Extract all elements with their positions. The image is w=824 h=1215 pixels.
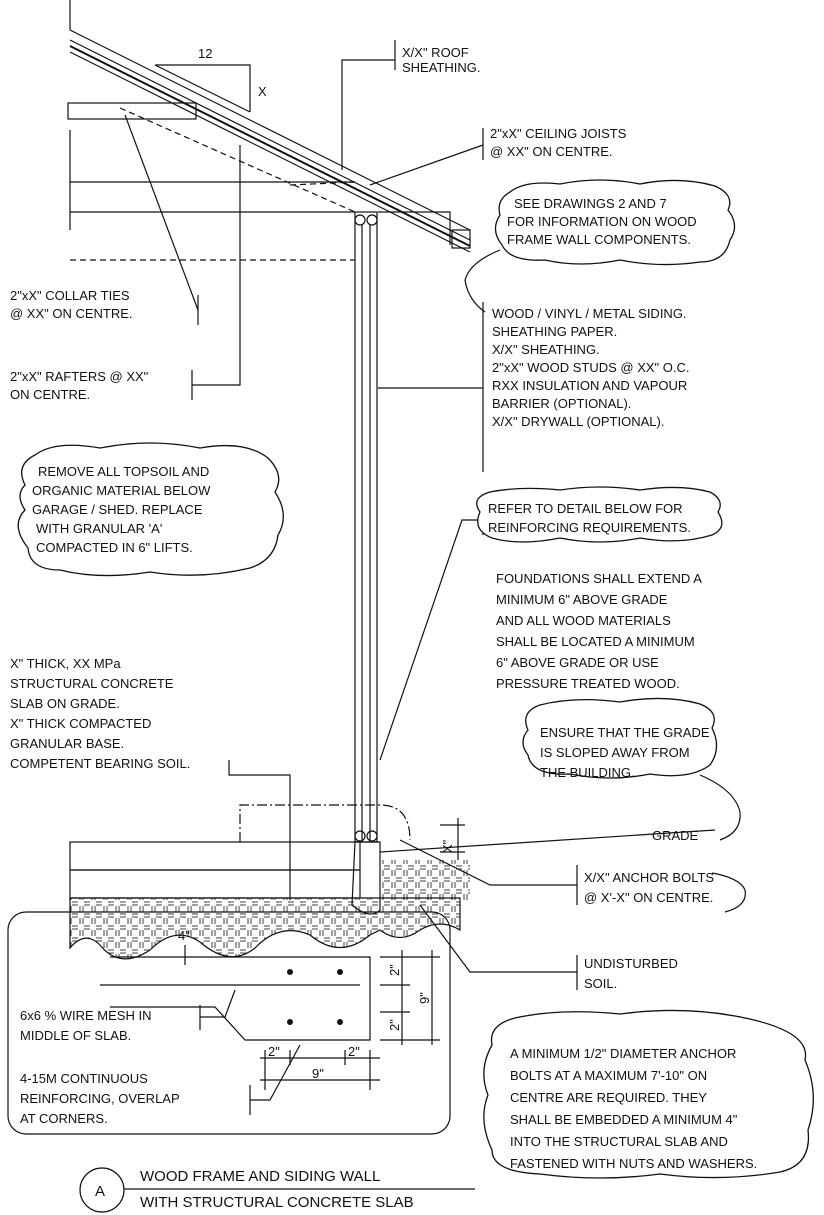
- svg-text:@ XX" ON CENTRE.: @ XX" ON CENTRE.: [490, 144, 613, 159]
- label-roof-sheathing: X/X" ROOF SHEATHING.: [402, 45, 481, 75]
- svg-text:SHALL BE EMBEDDED A MINIMUM 4": SHALL BE EMBEDDED A MINIMUM 4": [510, 1112, 738, 1127]
- label-foundations: FOUNDATIONS SHALL EXTEND A MINIMUM 6" AB…: [496, 571, 702, 691]
- callout-grade-slope: ENSURE THAT THE GRADE IS SLOPED AWAY FRO…: [522, 697, 741, 841]
- svg-text:WITH GRANULAR 'A': WITH GRANULAR 'A': [36, 521, 162, 536]
- svg-text:2": 2": [387, 964, 402, 976]
- svg-text:4": 4": [178, 928, 190, 943]
- svg-text:GRANULAR BASE.: GRANULAR BASE.: [10, 736, 124, 751]
- svg-text:REMOVE ALL TOPSOIL AND: REMOVE ALL TOPSOIL AND: [38, 464, 209, 479]
- svg-text:X": X": [440, 839, 455, 853]
- svg-text:ENSURE THAT THE GRADE: ENSURE THAT THE GRADE: [540, 725, 710, 740]
- svg-text:SOIL.: SOIL.: [584, 976, 617, 991]
- svg-text:A MINIMUM 1/2" DIAMETER ANCHOR: A MINIMUM 1/2" DIAMETER ANCHOR: [510, 1046, 736, 1061]
- svg-text:UNDISTURBED: UNDISTURBED: [584, 956, 678, 971]
- reinforcing-detail: 4" 2" 9" 2" 2" 2" 9": [7, 911, 451, 1135]
- svg-text:6x6 % WIRE MESH IN: 6x6 % WIRE MESH IN: [20, 1008, 151, 1023]
- callout-anchor-note: A MINIMUM 1/2" DIAMETER ANCHOR BOLTS AT …: [483, 1009, 814, 1179]
- svg-text:X" THICK COMPACTED: X" THICK COMPACTED: [10, 716, 151, 731]
- svg-text:INTO THE STRUCTURAL SLAB AND: INTO THE STRUCTURAL SLAB AND: [510, 1134, 728, 1149]
- svg-text:REINFORCING REQUIREMENTS.: REINFORCING REQUIREMENTS.: [488, 520, 691, 535]
- svg-text:MIDDLE OF SLAB.: MIDDLE OF SLAB.: [20, 1028, 131, 1043]
- callout-remove-topsoil: REMOVE ALL TOPSOIL AND ORGANIC MATERIAL …: [17, 442, 284, 577]
- svg-text:SHEATHING PAPER.: SHEATHING PAPER.: [492, 324, 617, 339]
- svg-text:FRAME WALL COMPONENTS.: FRAME WALL COMPONENTS.: [507, 232, 691, 247]
- svg-text:2": 2": [268, 1044, 280, 1059]
- svg-text:X/X" SHEATHING.: X/X" SHEATHING.: [492, 342, 600, 357]
- svg-text:X/X" ANCHOR BOLTS: X/X" ANCHOR BOLTS: [584, 870, 714, 885]
- svg-text:PRESSURE TREATED WOOD.: PRESSURE TREATED WOOD.: [496, 676, 680, 691]
- svg-text:X" THICK, XX MPa: X" THICK, XX MPa: [10, 656, 121, 671]
- svg-text:REINFORCING, OVERLAP: REINFORCING, OVERLAP: [20, 1091, 180, 1106]
- svg-text:9": 9": [312, 1066, 324, 1081]
- label-anchor-bolts: X/X" ANCHOR BOLTS @ X'-X" ON CENTRE.: [584, 870, 746, 913]
- svg-text:4-15M CONTINUOUS: 4-15M CONTINUOUS: [20, 1071, 148, 1086]
- svg-text:IS SLOPED AWAY FROM: IS SLOPED AWAY FROM: [540, 745, 690, 760]
- svg-text:AT CORNERS.: AT CORNERS.: [20, 1111, 108, 1126]
- drawing-title: A WOOD FRAME AND SIDING WALL WITH STRUCT…: [79, 1167, 475, 1213]
- svg-text:ORGANIC MATERIAL BELOW: ORGANIC MATERIAL BELOW: [32, 483, 211, 498]
- wall-assembly: [354, 211, 378, 843]
- svg-text:CENTRE ARE REQUIRED. THEY: CENTRE ARE REQUIRED. THEY: [510, 1090, 707, 1105]
- label-rafters: 2"xX" RAFTERS @ XX" ON CENTRE.: [10, 369, 149, 402]
- slope-run-label: 12: [198, 46, 212, 61]
- label-wall-layers: WOOD / VINYL / METAL SIDING. SHEATHING P…: [492, 306, 690, 429]
- label-ceiling-joists: 2"xX" CEILING JOISTS @ XX" ON CENTRE.: [490, 126, 627, 159]
- title-line2: WITH STRUCTURAL CONCRETE SLAB: [140, 1194, 414, 1211]
- svg-text:RXX INSULATION AND VAPOUR: RXX INSULATION AND VAPOUR: [492, 378, 687, 393]
- svg-text:COMPACTED IN 6" LIFTS.: COMPACTED IN 6" LIFTS.: [36, 540, 193, 555]
- roof-assembly: [67, 0, 471, 261]
- title-letter: A: [95, 1183, 105, 1200]
- slab-and-ground: [69, 804, 716, 960]
- label-reinforcing: 4-15M CONTINUOUS REINFORCING, OVERLAP AT…: [20, 1071, 180, 1126]
- svg-text:COMPETENT BEARING SOIL.: COMPETENT BEARING SOIL.: [10, 756, 190, 771]
- svg-text:REFER TO DETAIL BELOW FOR: REFER TO DETAIL BELOW FOR: [488, 501, 683, 516]
- svg-text:WOOD / VINYL / METAL SIDING.: WOOD / VINYL / METAL SIDING.: [492, 306, 687, 321]
- label-grade: GRADE: [652, 828, 699, 843]
- svg-text:STRUCTURAL CONCRETE: STRUCTURAL CONCRETE: [10, 676, 174, 691]
- slope-rise-label: X: [258, 84, 267, 99]
- svg-text:2"xX" CEILING JOISTS: 2"xX" CEILING JOISTS: [490, 126, 627, 141]
- svg-text:GARAGE / SHED. REPLACE: GARAGE / SHED. REPLACE: [32, 502, 203, 517]
- svg-text:BARRIER (OPTIONAL).: BARRIER (OPTIONAL).: [492, 396, 631, 411]
- svg-text:SHEATHING.: SHEATHING.: [402, 60, 481, 75]
- svg-text:SLAB ON GRADE.: SLAB ON GRADE.: [10, 696, 120, 711]
- svg-text:THE BUILDING.: THE BUILDING.: [540, 765, 635, 780]
- label-slab: X" THICK, XX MPa STRUCTURAL CONCRETE SLA…: [10, 656, 190, 771]
- label-undisturbed: UNDISTURBED SOIL.: [584, 956, 678, 991]
- svg-text:MINIMUM 6" ABOVE GRADE: MINIMUM 6" ABOVE GRADE: [496, 592, 668, 607]
- svg-text:FOR INFORMATION ON WOOD: FOR INFORMATION ON WOOD: [507, 214, 697, 229]
- svg-text:FASTENED WITH NUTS AND WASHERS: FASTENED WITH NUTS AND WASHERS.: [510, 1156, 757, 1171]
- label-wire-mesh: 6x6 % WIRE MESH IN MIDDLE OF SLAB.: [20, 1008, 151, 1043]
- svg-text:AND ALL WOOD MATERIALS: AND ALL WOOD MATERIALS: [496, 613, 671, 628]
- callout-refer-detail: REFER TO DETAIL BELOW FOR REINFORCING RE…: [476, 486, 723, 543]
- title-line1: WOOD FRAME AND SIDING WALL: [140, 1168, 380, 1185]
- svg-text:2"xX" COLLAR TIES: 2"xX" COLLAR TIES: [10, 288, 130, 303]
- svg-text:@ XX" ON CENTRE.: @ XX" ON CENTRE.: [10, 306, 133, 321]
- svg-text:@ X'-X" ON CENTRE.: @ X'-X" ON CENTRE.: [584, 890, 713, 905]
- svg-text:SHALL BE LOCATED A MINIMUM: SHALL BE LOCATED A MINIMUM: [496, 634, 695, 649]
- svg-text:X/X" ROOF: X/X" ROOF: [402, 45, 469, 60]
- svg-text:FOUNDATIONS SHALL EXTEND A: FOUNDATIONS SHALL EXTEND A: [496, 571, 702, 586]
- dim-x: X": [440, 818, 465, 860]
- leader-lines: [124, 40, 578, 1115]
- label-collar-ties: 2"xX" COLLAR TIES @ XX" ON CENTRE.: [10, 288, 133, 321]
- svg-text:9": 9": [417, 992, 432, 1004]
- callout-see-drawings: SEE DRAWINGS 2 AND 7 FOR INFORMATION ON …: [464, 179, 736, 313]
- svg-text:2"xX" RAFTERS @ XX": 2"xX" RAFTERS @ XX": [10, 369, 149, 384]
- svg-text:6" ABOVE GRADE OR USE: 6" ABOVE GRADE OR USE: [496, 655, 659, 670]
- svg-text:X/X" DRYWALL (OPTIONAL).: X/X" DRYWALL (OPTIONAL).: [492, 414, 664, 429]
- svg-text:BOLTS AT A MAXIMUM 7'-10" ON: BOLTS AT A MAXIMUM 7'-10" ON: [510, 1068, 707, 1083]
- svg-text:SEE DRAWINGS 2 AND 7: SEE DRAWINGS 2 AND 7: [514, 196, 667, 211]
- svg-text:2": 2": [348, 1044, 360, 1059]
- svg-text:ON CENTRE.: ON CENTRE.: [10, 387, 90, 402]
- svg-text:2"xX" WOOD STUDS @ XX" O.C.: 2"xX" WOOD STUDS @ XX" O.C.: [492, 360, 690, 375]
- svg-text:2": 2": [387, 1019, 402, 1031]
